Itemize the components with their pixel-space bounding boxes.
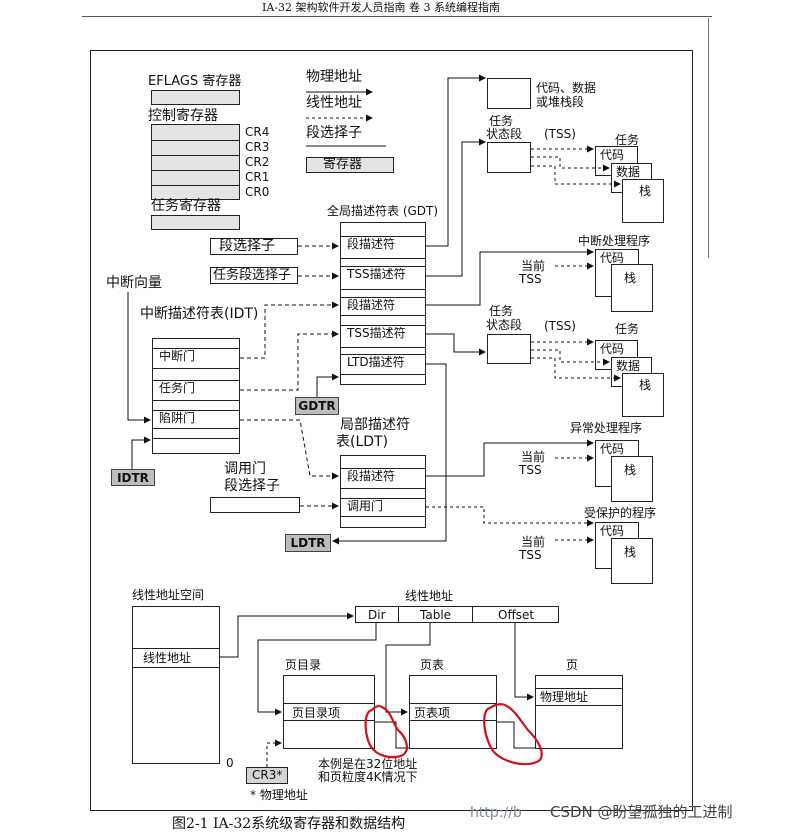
prot-stack: 栈 [611,538,653,584]
cr3-register: CR3* [246,767,288,784]
control-regs-label: 控制寄存器 [148,108,218,124]
idtr-register: IDTR [111,469,155,486]
page-table-label: 页表 [420,658,445,672]
tss2-box [487,334,531,364]
task1-stack: 栈 [622,179,664,223]
dir-field: Dir [368,608,386,622]
tss1-label-1: 任务 [489,114,514,128]
page-directory: 页目录项 [283,675,375,749]
gdtr-register: GDTR [295,397,339,415]
watermark-url: http://b [470,805,522,821]
prot-current-2: TSS [519,548,542,562]
exc-handler-label: 异常处理程序 [570,421,643,435]
pde-label: 页目录项 [292,706,341,720]
int-current-2: TSS [519,272,542,286]
ldtr-register: LDTR [285,534,331,552]
task2-stack: 栈 [622,373,664,417]
idt-table: 中断门 任务门 陷阱门 [152,338,240,454]
interrupt-vector-label: 中断向量 [106,275,162,291]
legend-register-box: 寄存器 [306,157,394,173]
gdt-title: 全局描述符表 (GDT) [327,204,439,218]
table-field: Table [420,608,452,622]
ldt-title-line2: 表(LDT) [336,434,389,450]
code-data-label-2: 或堆栈段 [536,95,585,109]
idt-title: 中断描述符表(IDT) [140,306,259,322]
linear-space-label: 线性地址空间 [132,588,205,602]
protected-label: 受保护的程序 [584,506,657,520]
task-register [151,215,240,230]
tss2-label-1: 任务 [489,304,514,318]
control-registers [151,124,240,200]
exc-handler-stack: 栈 [611,456,653,502]
gdt-entry-0: 段描述符 [341,237,425,259]
call-selector-label: 段选择子 [224,478,280,494]
linear-addr-entry: 线性地址 [143,651,192,665]
gdt-entry-4: LTD描述符 [341,355,425,375]
page-header: IA-32 架构软件开发人员指南 卷 3 系统编程指南 [262,1,500,14]
idt-entry-0: 中断门 [153,349,239,369]
pte-label: 页表项 [414,706,451,720]
margin-rule [708,18,709,258]
phys-addr-label: 物理地址 [540,690,589,704]
gdt-entry-1: TSS描述符 [341,267,425,290]
linear-address-space: 线性地址 [132,606,220,764]
ldt-title-line1: 局部描述符 [340,417,410,433]
cr0-label: CR0 [245,185,270,199]
exc-current-2: TSS [519,463,542,477]
legend-physical-label: 物理地址 [306,69,362,85]
watermark-brand: CSDN @盼望孤独的工进制 [550,803,733,821]
tss2-label-2: 状态段 [486,318,523,332]
red-annotations [364,703,543,766]
figure-caption: 图2-1 IA-32系统级寄存器和数据结构 [172,816,406,832]
legend-selector-label: 段选择子 [306,125,362,141]
cr4-label: CR4 [245,125,270,139]
tss1-box [487,142,531,173]
page-table: 页表项 [409,675,497,749]
int-handler-stack: 栈 [611,264,653,312]
code-data-label-1: 代码、数据 [536,81,597,95]
exc-current-1: 当前 [521,450,546,464]
int-current-1: 当前 [521,259,546,273]
idt-entry-2: 陷阱门 [153,411,239,429]
task-reg-label: 任务寄存器 [151,198,221,214]
note-line1: 本例是在32位地址 [318,757,418,771]
task2-label: 任务 [615,322,640,336]
idt-entry-1: 任务门 [153,381,239,401]
int-handler-label: 中断处理程序 [578,234,651,248]
offset-field: Offset [498,608,535,622]
eflags-register [151,90,240,105]
ldt-table: 段描述符 调用门 [340,455,426,528]
task-segment-selector-box: 任务段选择子 [210,267,298,284]
ldt-entry-1: 调用门 [341,499,425,517]
tss2-paren: (TSS) [544,319,576,333]
gdt-table: 段描述符 TSS描述符 段描述符 TSS描述符 LTD描述符 [340,222,426,385]
linear-addr-fields: Dir Table Offset [355,606,559,623]
gdt-entry-2: 段描述符 [341,298,425,316]
code-data-stack-segment [487,78,531,109]
task1-label: 任务 [615,133,640,147]
prot-current-1: 当前 [521,535,546,549]
ldt-entry-0: 段描述符 [341,469,425,489]
header-rule [82,16,712,17]
zero-label: 0 [226,756,234,770]
call-gate-selector-box [210,497,300,513]
legend-linear-label: 线性地址 [306,95,362,111]
page-dir-label: 页目录 [285,658,322,672]
footnote: * 物理地址 [250,788,308,802]
cr2-label: CR2 [245,155,270,169]
page-box: 物理地址 [535,675,623,749]
segment-selector-box: 段选择子 [210,238,298,255]
cr3-label: CR3 [245,140,270,154]
tss1-label-2: 状态段 [486,127,523,141]
note-line2: 和页粒度4K情况下 [318,770,418,784]
page-label: 页 [566,658,579,672]
gdt-entry-3: TSS描述符 [341,326,425,348]
call-gate-label: 调用门 [224,461,266,477]
tss1-paren: (TSS) [544,127,576,141]
cr1-label: CR1 [245,170,270,184]
linear-addr-title: 线性地址 [405,589,454,603]
eflags-label: EFLAGS 寄存器 [148,74,242,89]
